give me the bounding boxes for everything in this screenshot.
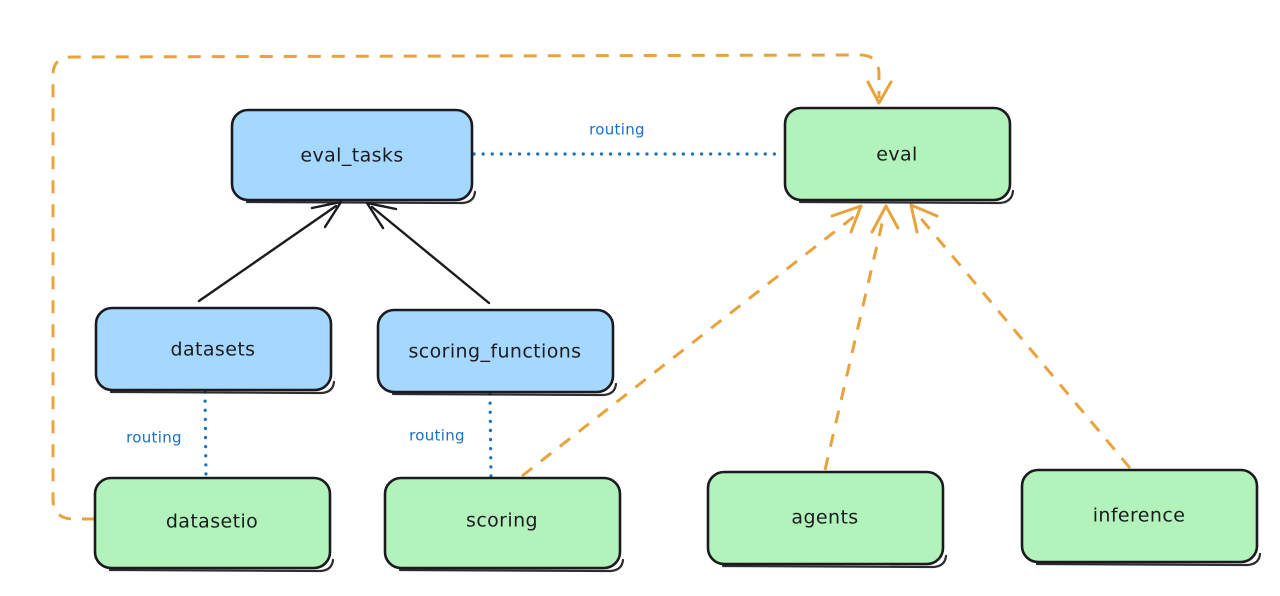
arrowhead-scoring-to-eval bbox=[830, 204, 863, 234]
edge-path-inference-to-eval bbox=[916, 214, 1132, 469]
node-datasets-box bbox=[94, 306, 333, 392]
node-inference-box bbox=[1020, 468, 1259, 564]
edge-path-scoring_functions-to-scoring bbox=[488, 392, 493, 479]
edge-label-routing-scoring_functions-scoring: routing bbox=[409, 427, 465, 445]
node-scoring_functions-shadow bbox=[391, 382, 618, 397]
arrowhead-agents-to-eval bbox=[870, 204, 900, 234]
node-datasetio[interactable]: datasetio bbox=[93, 476, 335, 573]
edge-datasets-to-datasetio[interactable] bbox=[203, 390, 208, 479]
node-datasets-shadow bbox=[109, 380, 336, 395]
edge-path-datasets-to-datasetio bbox=[203, 390, 208, 479]
edge-label-layer: routing routing routing bbox=[126, 121, 645, 447]
edge-path-datasets-to-eval_tasks bbox=[197, 204, 338, 303]
node-agents-box bbox=[706, 470, 945, 566]
edge-inference-to-eval[interactable] bbox=[909, 203, 1132, 469]
edge-path-agents-to-eval bbox=[823, 214, 886, 471]
edge-path-datasetio-to-eval bbox=[51, 53, 881, 521]
node-agents-label: agents bbox=[791, 507, 858, 529]
node-agents[interactable]: agents bbox=[706, 470, 948, 569]
node-eval-shadow bbox=[798, 189, 1015, 205]
node-eval_tasks-shadow bbox=[245, 190, 477, 205]
node-scoring-label: scoring bbox=[466, 510, 538, 532]
node-scoring_functions[interactable]: scoring_functions bbox=[376, 308, 618, 397]
node-inference[interactable]: inference bbox=[1020, 468, 1262, 567]
node-inference-shadow bbox=[1035, 552, 1262, 567]
node-inference-label: inference bbox=[1093, 505, 1186, 527]
node-agents-shadow bbox=[721, 554, 948, 569]
node-datasets-label: datasets bbox=[171, 339, 256, 361]
node-scoring_functions-box bbox=[376, 308, 615, 394]
edge-label-routing-datasets-datasetio: routing bbox=[126, 429, 182, 447]
node-eval[interactable]: eval bbox=[783, 106, 1015, 205]
edge-scoring_functions-to-eval_tasks[interactable] bbox=[365, 201, 491, 305]
node-scoring-box bbox=[383, 476, 622, 570]
node-datasets[interactable]: datasets bbox=[94, 306, 336, 395]
edge-path-scoring_functions-to-eval_tasks bbox=[370, 205, 491, 305]
edge-scoring-to-eval[interactable] bbox=[521, 204, 863, 478]
node-scoring_functions-label: scoring_functions bbox=[409, 341, 582, 363]
node-datasetio-box bbox=[93, 476, 332, 570]
node-eval_tasks-box bbox=[230, 108, 474, 202]
edge-layer bbox=[51, 53, 1132, 521]
node-eval-box bbox=[783, 106, 1012, 202]
edge-datasets-to-eval_tasks[interactable] bbox=[197, 200, 343, 303]
edge-agents-to-eval[interactable] bbox=[823, 204, 900, 471]
node-datasetio-shadow bbox=[108, 558, 335, 573]
arrowhead-datasetio-to-eval bbox=[866, 80, 893, 105]
node-eval_tasks-label: eval_tasks bbox=[300, 145, 403, 167]
edge-label-routing-eval_tasks-eval: routing bbox=[589, 121, 645, 139]
node-scoring-shadow bbox=[398, 558, 625, 573]
node-eval-label: eval bbox=[876, 144, 917, 166]
edge-scoring_functions-to-scoring[interactable] bbox=[488, 392, 493, 479]
arrowhead-inference-to-eval bbox=[909, 203, 939, 234]
edge-datasetio-to-eval[interactable] bbox=[51, 53, 893, 521]
node-eval_tasks[interactable]: eval_tasks bbox=[230, 108, 477, 205]
node-layer: eval_tasks eval datasets scoring_functio… bbox=[93, 106, 1262, 573]
node-datasetio-label: datasetio bbox=[166, 511, 258, 533]
node-scoring[interactable]: scoring bbox=[383, 476, 625, 573]
